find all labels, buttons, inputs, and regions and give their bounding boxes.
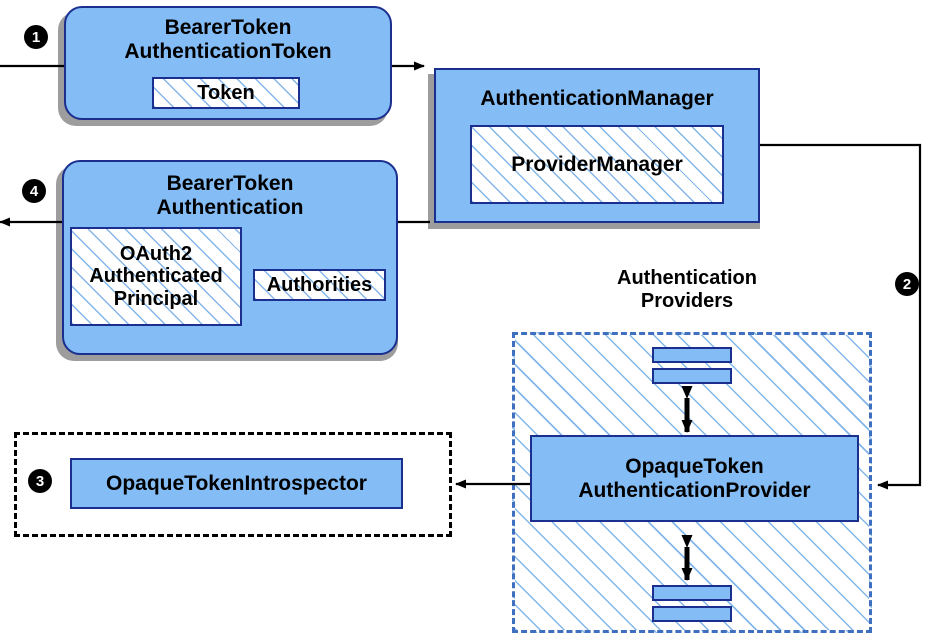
bearer-token-authentication-token-title: BearerToken AuthenticationToken bbox=[124, 16, 332, 63]
compartment-token: Token bbox=[152, 77, 300, 109]
compartment-oauth2-authenticated-principal: OAuth2 Authenticated Principal bbox=[70, 227, 242, 326]
compartment-authorities: Authorities bbox=[253, 269, 386, 301]
provider-placeholder-bar-top-2 bbox=[652, 368, 732, 384]
authentication-manager-title: AuthenticationManager bbox=[480, 87, 714, 110]
provider-placeholder-bar-bottom-2 bbox=[652, 606, 732, 622]
badge-step-3: 3 bbox=[28, 469, 52, 493]
opaque-token-introspector-title: OpaqueTokenIntrospector bbox=[106, 471, 367, 495]
node-opaque-token-introspector[interactable]: OpaqueTokenIntrospector bbox=[70, 458, 403, 509]
opaque-token-authentication-provider-title: OpaqueToken AuthenticationProvider bbox=[578, 454, 811, 502]
bearer-token-authentication-title: BearerToken Authentication bbox=[156, 172, 304, 219]
provider-placeholder-bar-top-1 bbox=[652, 347, 732, 363]
badge-step-2: 2 bbox=[895, 272, 919, 296]
badge-step-4: 4 bbox=[22, 179, 46, 203]
provider-placeholder-bar-bottom-1 bbox=[652, 585, 732, 601]
authentication-providers-label: Authentication Providers bbox=[617, 267, 757, 312]
compartment-provider-manager: ProviderManager bbox=[470, 125, 724, 204]
node-opaque-token-authentication-provider[interactable]: OpaqueToken AuthenticationProvider bbox=[530, 435, 859, 522]
badge-step-1: 1 bbox=[24, 25, 48, 49]
